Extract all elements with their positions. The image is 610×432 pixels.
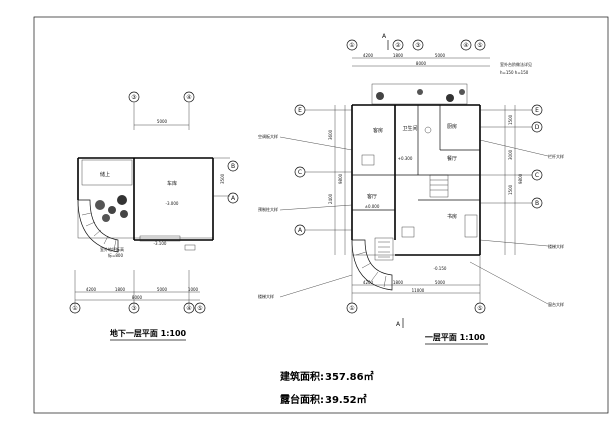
building-area-value: 357.86㎡ [325, 370, 374, 383]
axis-label: ④ [463, 42, 468, 49]
terrace-area-label: 露台面积: [280, 393, 324, 406]
elevation-text: -3.000 [166, 201, 179, 206]
axis-label: E [535, 107, 539, 114]
axis-label: ④ [186, 94, 191, 101]
room-label: 车库 [167, 180, 177, 187]
dimension-text: 9800 [338, 173, 343, 184]
first-floor-plan: A ① ② ③ ④ ⑤ 4200 1800 5000 8000 [258, 33, 564, 345]
dimension-text: 8000 [132, 295, 143, 300]
axis-label: A [298, 227, 303, 234]
area-summary: 建筑面积: 357.86㎡ 露台面积: 39.52㎡ [279, 370, 374, 406]
axis-label: C [298, 169, 302, 176]
callout-text: h=150 h=150 [500, 70, 529, 75]
elevation-text: -3.100 [154, 241, 167, 246]
room-label: 客房 [373, 127, 383, 134]
section-marker: A [396, 321, 401, 328]
note-text: 室外地坪标高 [100, 246, 124, 252]
axis-label: ③ [415, 42, 420, 49]
dimension-text: 1500 [508, 114, 513, 125]
dimension-text: 1800 [393, 280, 404, 285]
axis-label: ⑤ [197, 305, 202, 312]
axis-label: ① [349, 305, 354, 312]
basement-plan: ③ ④ 5000 储上 车库 -3.000 -3.100 室外地坪标高 标=80… [69, 91, 239, 341]
axis-label: ① [349, 42, 354, 49]
dimension-text: 3600 [328, 129, 333, 140]
dimension-text: 11000 [412, 288, 425, 293]
drawing-border [33, 16, 609, 414]
axis-label: ③ [131, 305, 136, 312]
dimension-text: 1800 [393, 53, 404, 58]
dimension-text: 4200 [86, 287, 97, 292]
room-label: 书房 [447, 213, 457, 220]
room-label: 客厅 [367, 193, 377, 200]
axis-label: ⑤ [477, 42, 482, 49]
axis-label: A [231, 195, 236, 202]
room-label: 厨房 [447, 123, 457, 130]
callout-text: 楼梯大样 [258, 293, 274, 299]
axis-label: B [535, 200, 539, 207]
axis-marker [183, 91, 195, 103]
dimension-text: 9800 [518, 173, 523, 184]
building-area-label: 建筑面积: [279, 370, 324, 383]
dimension-text: 1500 [508, 184, 513, 195]
callout-text: 预制柱大样 [258, 206, 278, 212]
dimension-text: 2400 [328, 193, 333, 204]
elevation-text: +0.300 [398, 156, 413, 161]
axis-label: ③ [131, 94, 136, 101]
plan-caption: 地下一层平面 1:100 [110, 328, 187, 338]
dimension-text: 1800 [115, 287, 126, 292]
axis-label: ⑤ [477, 305, 482, 312]
room-label: 储上 [100, 171, 110, 178]
axis-label: D [535, 124, 540, 131]
dimension-text: 8000 [416, 61, 427, 66]
axis-label: B [231, 163, 235, 170]
dimension-text: 4200 [363, 53, 374, 58]
axis-label: ② [395, 42, 401, 49]
elevation-text: ±0.000 [365, 204, 380, 209]
axis-label: E [298, 107, 302, 114]
dimension-text: 5000 [435, 280, 446, 285]
axis-marker [128, 91, 140, 103]
axis-label: ① [72, 305, 77, 312]
terrace-area-value: 39.52㎡ [325, 393, 367, 406]
dimension-text: 5000 [157, 119, 168, 124]
dimension-text: 5000 [435, 53, 446, 58]
axis-label: C [535, 172, 539, 179]
callout-text: 窗台大样 [548, 301, 564, 307]
elevation-text: -0.150 [434, 266, 447, 271]
callout-text: 楼梯大样 [548, 243, 564, 249]
dimension-text: 4200 [363, 280, 374, 285]
callout-text: 室外台阶做法详见 [500, 61, 532, 67]
section-marker: A [382, 33, 387, 40]
note-text: 标=800 [108, 252, 123, 258]
room-label: 餐厅 [447, 155, 457, 162]
plan-caption: 一层平面 1:100 [425, 333, 486, 342]
callout-text: 栏杆大样 [548, 153, 564, 159]
callout-text: 空调板大样 [258, 133, 278, 139]
room-label: 卫生间 [402, 125, 417, 132]
dimension-text: 3500 [220, 173, 225, 184]
axis-label: ④ [186, 305, 191, 312]
dimension-text: 5000 [157, 287, 168, 292]
dimension-text: 3000 [508, 149, 513, 160]
dimension-text: 1000 [188, 287, 199, 292]
